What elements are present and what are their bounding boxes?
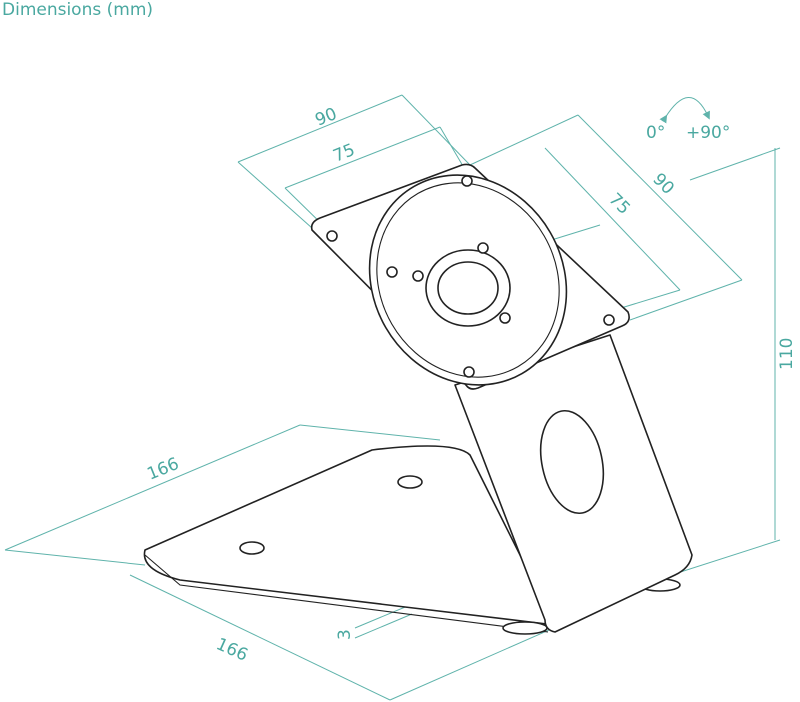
drawing-title: Dimensions (mm) — [2, 0, 154, 20]
rotation-arrow-icon — [659, 97, 710, 124]
label-plate-width: 90 — [312, 104, 340, 131]
label-rotation-end: +90° — [686, 123, 730, 143]
label-total-height: 110 — [777, 338, 797, 370]
label-rotation-start: 0° — [646, 123, 665, 143]
label-base-width: 166 — [213, 634, 251, 665]
label-plate-hole-width: 75 — [330, 140, 358, 167]
vesa-plate — [310, 163, 630, 390]
label-base-depth: 166 — [144, 454, 182, 485]
screw-holes — [326, 175, 615, 378]
label-plate-height: 90 — [648, 169, 677, 198]
label-base-thickness: 3 — [335, 629, 355, 640]
stand-neck — [454, 334, 693, 633]
dimension-lines — [4, 94, 781, 701]
label-plate-hole-height: 75 — [604, 189, 633, 218]
